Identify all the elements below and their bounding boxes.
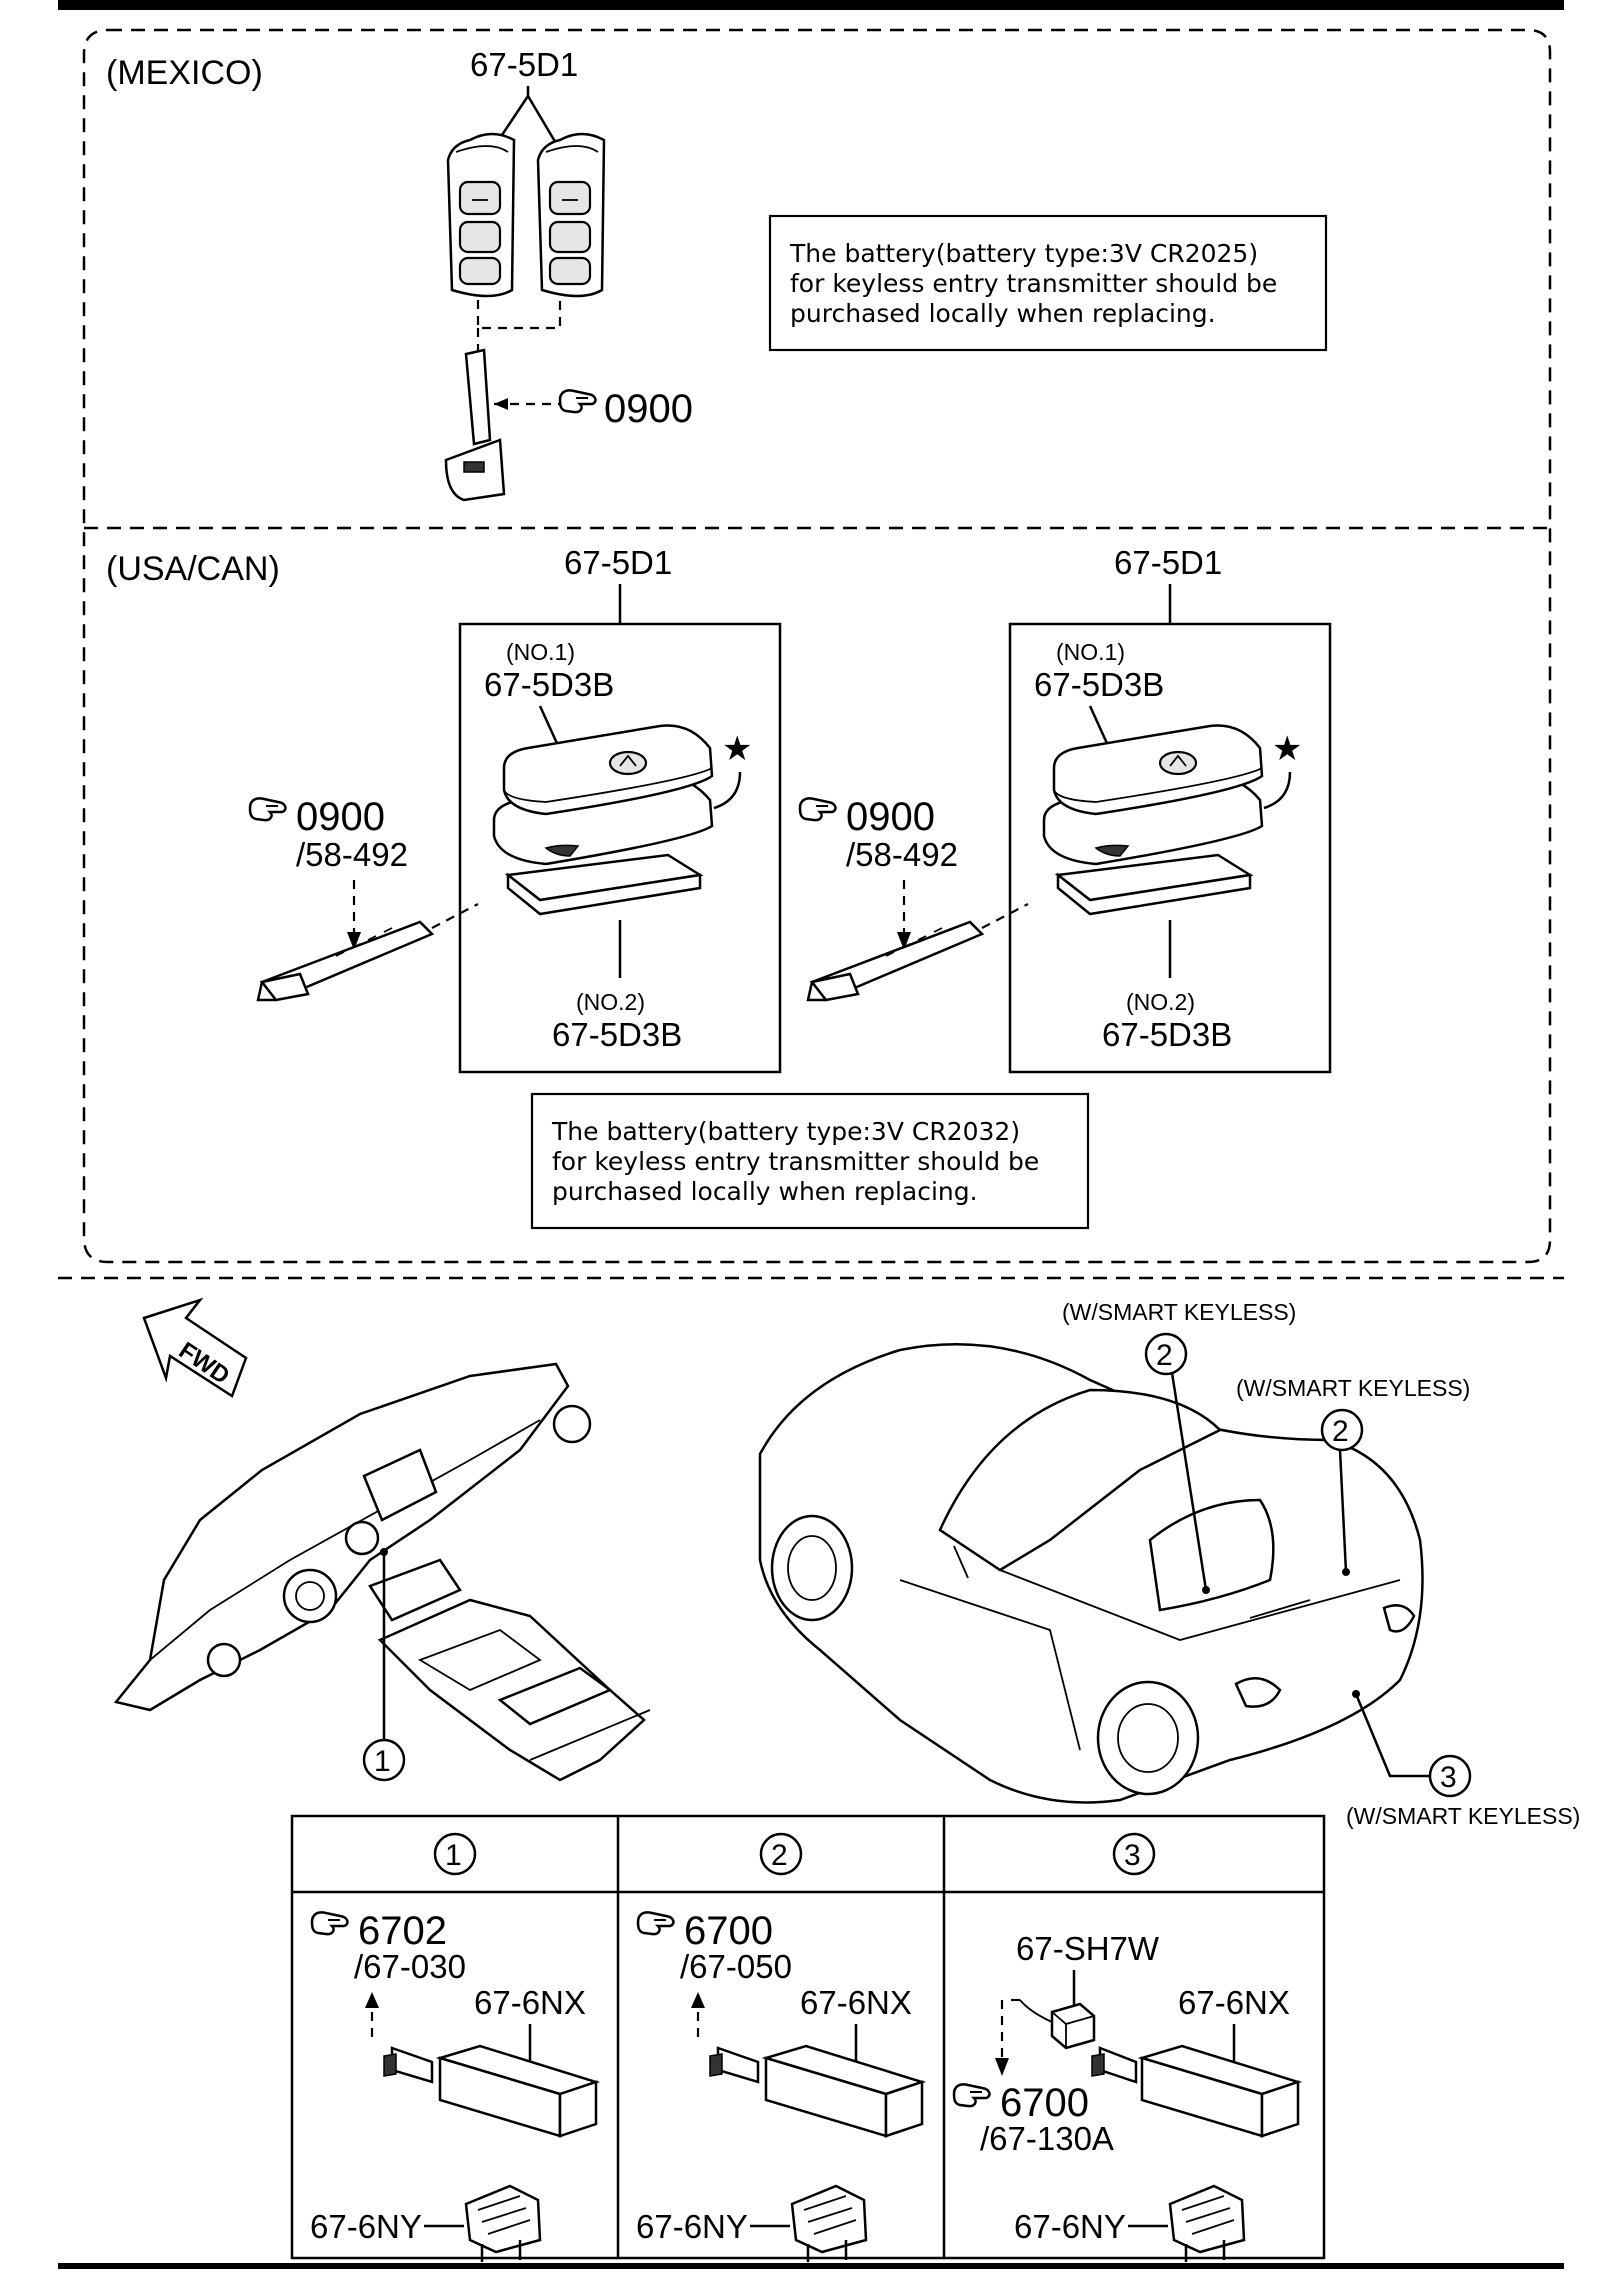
usa-can-group-1: 67-5D1 (NO.1) 67-5D3B ★ (NO.2) 67-5D3B <box>248 544 782 1074</box>
mexico-section: (MEXICO) 67-5D1 <box>106 46 1328 502</box>
group2-box <box>1008 622 1332 1074</box>
group2-cover-stack <box>1042 724 1264 916</box>
col3-harness-connector <box>1019 1999 1096 2050</box>
table-col-3: 67-SH7W 6700 /67-130A 67-6NX 67-6N <box>952 1930 1303 2262</box>
car-illustration <box>758 1343 1424 1804</box>
col1-ref-sub[interactable]: /67-030 <box>354 1948 466 1985</box>
group2-star: ★ <box>1272 730 1302 768</box>
mexico-section-label: (MEXICO) <box>106 54 263 92</box>
col1-antenna-part[interactable]: 67-6NX <box>474 1984 586 2021</box>
bottom-border <box>58 2263 1564 2269</box>
col3-ref-sub[interactable]: /67-130A <box>980 2120 1114 2157</box>
group2-transmitter-part[interactable]: 67-5D1 <box>1114 544 1222 581</box>
callout-3 <box>1428 1754 1472 1798</box>
mexico-key-fob-right <box>536 132 606 298</box>
mexico-battery-note-box <box>768 214 1328 352</box>
group1-no2-part[interactable]: 67-5D3B <box>552 1016 682 1053</box>
callout-2-right-caption: (W/SMART KEYLESS) <box>1236 1375 1470 1401</box>
col3-ref[interactable]: 6700 <box>1000 2081 1089 2125</box>
table-col-3-header <box>1112 1832 1156 1876</box>
detail-table-frame <box>290 1814 1326 2260</box>
group1-star: ★ <box>722 730 752 768</box>
col1-bracket-part[interactable]: 67-6NY <box>310 2208 422 2245</box>
col3-harness-part[interactable]: 67-SH7W <box>1016 1930 1160 1967</box>
col2-ref[interactable]: 6700 <box>684 1909 773 1953</box>
group2-emergency-key <box>806 920 985 1002</box>
callout-3-num: 3 <box>1440 1761 1457 1794</box>
col2-antenna-part[interactable]: 67-6NX <box>800 1984 912 2021</box>
col2-ref-sub[interactable]: /67-050 <box>680 1948 792 1985</box>
mexico-transmitter-part[interactable]: 67-5D1 <box>470 46 578 83</box>
mexico-key-ref[interactable]: 0900 <box>604 387 693 431</box>
mexico-battery-note-line1: The battery(battery type:3V CR2025) <box>789 239 1258 268</box>
dashboard-illustration <box>113 1362 651 1782</box>
mexico-emergency-key <box>444 348 506 502</box>
fwd-arrow-icon: FWD <box>142 1297 248 1398</box>
table-col-2-header <box>759 1832 803 1876</box>
group1-transmitter-part[interactable]: 67-5D1 <box>564 544 672 581</box>
group1-cover-stack <box>492 724 714 916</box>
callout-2-right-num: 2 <box>1332 1415 1349 1448</box>
table-col-1-header <box>433 1832 477 1876</box>
top-border <box>58 0 1564 10</box>
mexico-battery-note-line3: purchased locally when replacing. <box>790 299 1216 328</box>
group2-no2-label: (NO.2) <box>1126 989 1195 1015</box>
col2-ref-icon <box>636 1911 675 1936</box>
col3-bracket <box>1168 2184 1246 2262</box>
group1-key-ref-sub[interactable]: /58-492 <box>296 836 408 873</box>
col1-ref[interactable]: 6702 <box>358 1909 447 1953</box>
upper-section-frame <box>82 28 1552 1264</box>
col2-bracket <box>790 2184 868 2262</box>
group2-no2-part[interactable]: 67-5D3B <box>1102 1016 1232 1053</box>
usa-can-section: (USA/CAN) 67-5D1 (NO.1) 67-5D3B ★ <box>106 544 1332 1230</box>
usa-can-battery-note-line3: purchased locally when replacing. <box>552 1177 978 1206</box>
col1-antenna <box>383 2044 601 2138</box>
col2-bracket-part[interactable]: 67-6NY <box>636 2208 748 2245</box>
col1-ref-icon <box>310 1911 349 1936</box>
group2-key-ref-icon <box>798 797 837 822</box>
col3-antenna <box>1091 2044 1303 2138</box>
usa-can-battery-note-line1: The battery(battery type:3V CR2032) <box>551 1117 1020 1146</box>
col3-bracket-part[interactable]: 67-6NY <box>1014 2208 1126 2245</box>
table-col-3-num: 3 <box>1124 1839 1141 1872</box>
col3-ref-icon <box>952 2083 991 2108</box>
table-col-1: 6702 /67-030 67-6NX 67-6NY <box>310 1909 601 2262</box>
table-col-1-num: 1 <box>445 1839 462 1872</box>
callout-2-right <box>1320 1408 1364 1452</box>
col2-antenna <box>709 2044 927 2138</box>
callout-2-left-num: 2 <box>1156 1339 1173 1372</box>
group2-key-ref[interactable]: 0900 <box>846 795 935 839</box>
mexico-battery-note-line2: for keyless entry transmitter should be <box>790 269 1277 298</box>
mexico-key-ref-icon <box>558 389 597 414</box>
usa-can-group-2: 67-5D1 (NO.1) 67-5D3B ★ (NO.2) 67-5D3B <box>798 544 1332 1074</box>
usa-can-battery-note-line2: for keyless entry transmitter should be <box>552 1147 1039 1176</box>
group1-key-ref[interactable]: 0900 <box>296 795 385 839</box>
callout-2-left-caption: (W/SMART KEYLESS) <box>1062 1299 1296 1325</box>
mexico-key-fob-left <box>446 132 516 298</box>
group1-key-ref-icon <box>248 797 287 822</box>
group2-key-ref-sub[interactable]: /58-492 <box>846 836 958 873</box>
callout-1-num: 1 <box>374 1745 391 1778</box>
detail-table: 1 2 3 6702 /67-030 67-6NX 67-6NY <box>290 1814 1326 2262</box>
table-col-2-num: 2 <box>771 1839 788 1872</box>
usa-can-section-label: (USA/CAN) <box>106 550 280 588</box>
callout-1 <box>362 1738 406 1782</box>
callout-3-caption: (W/SMART KEYLESS) <box>1346 1803 1580 1829</box>
table-col-2: 6700 /67-050 67-6NX 67-6NY <box>636 1909 927 2262</box>
callout-2-left <box>1144 1332 1188 1376</box>
group2-no1-part[interactable]: 67-5D3B <box>1034 666 1164 703</box>
group1-no2-label: (NO.2) <box>576 989 645 1015</box>
usa-can-battery-note-box <box>530 1092 1090 1230</box>
group2-no1-label: (NO.1) <box>1056 639 1125 665</box>
group1-no1-part[interactable]: 67-5D3B <box>484 666 614 703</box>
col1-bracket <box>464 2184 542 2262</box>
vehicle-section: FWD 1 <box>113 1297 1580 1829</box>
group1-emergency-key <box>256 920 435 1002</box>
group1-box <box>458 622 782 1074</box>
col3-antenna-part[interactable]: 67-6NX <box>1178 1984 1290 2021</box>
group1-no1-label: (NO.1) <box>506 639 575 665</box>
